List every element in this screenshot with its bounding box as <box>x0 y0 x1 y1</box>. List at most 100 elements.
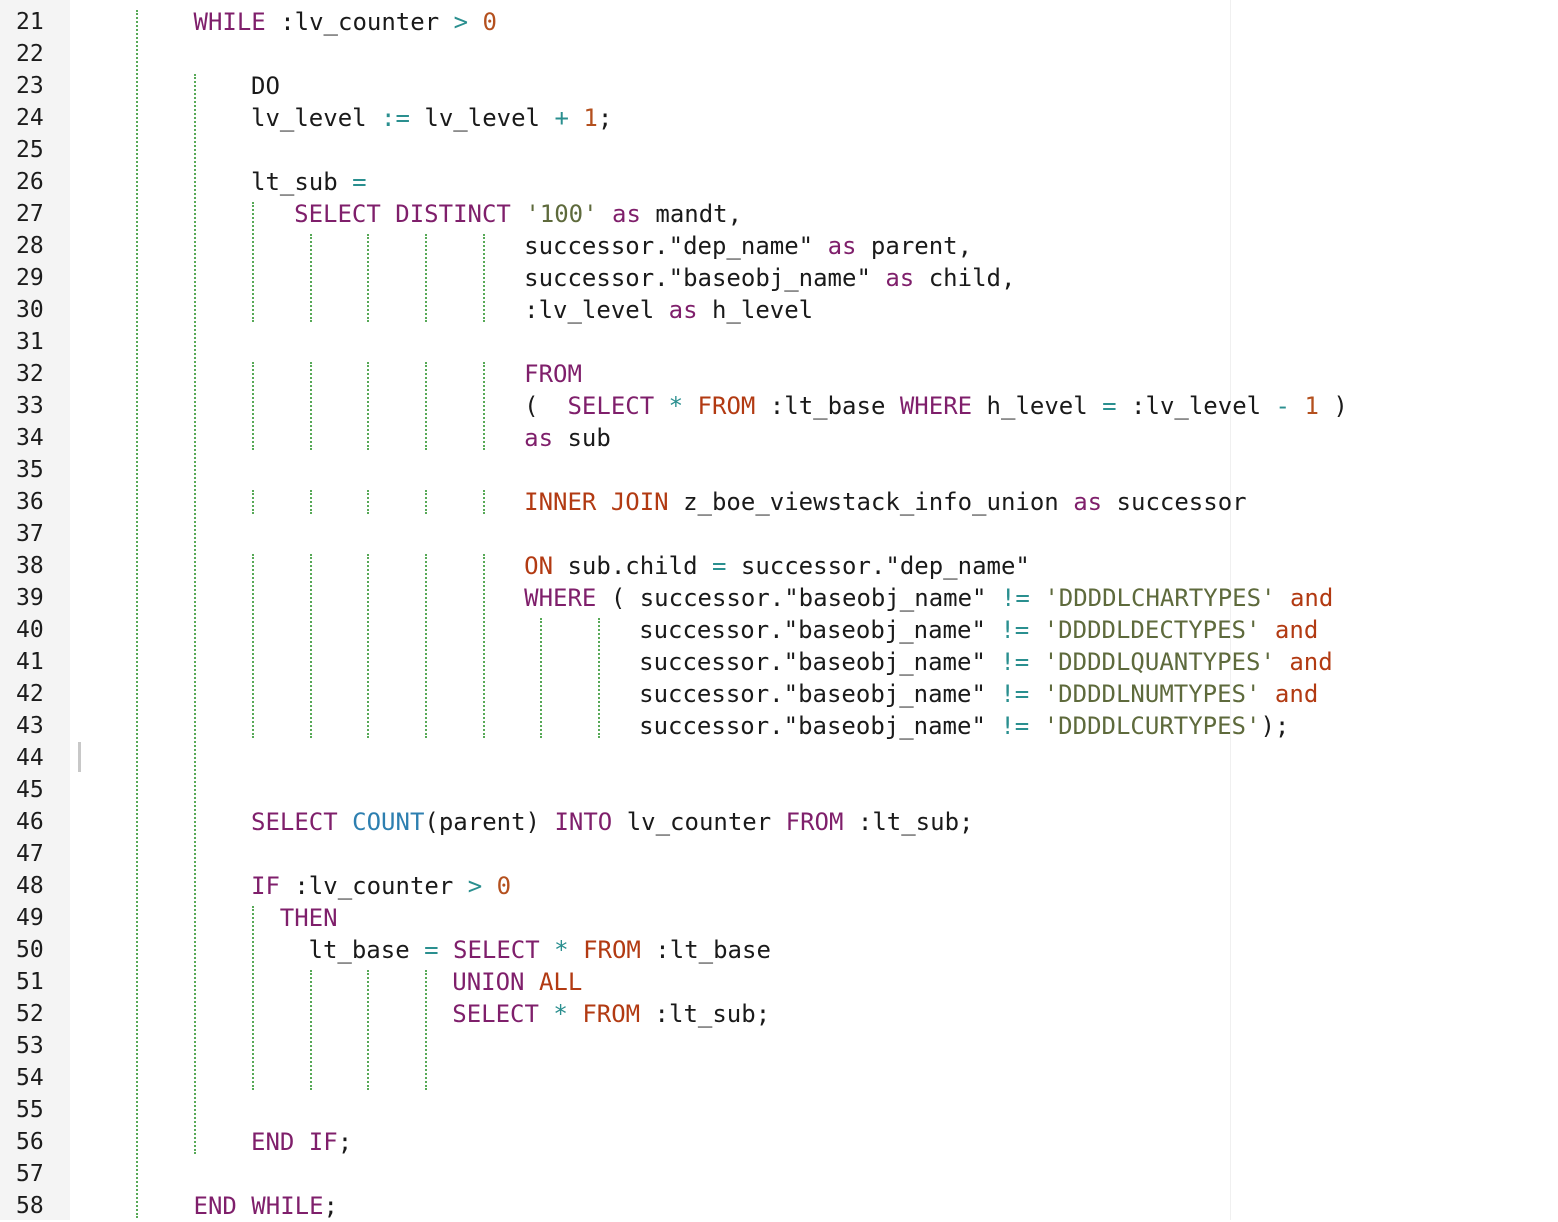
code-line[interactable]: END IF; <box>251 1126 352 1158</box>
code-token: :lt_sub; <box>640 1000 771 1028</box>
code-token: WHERE <box>899 392 973 420</box>
indent-guide-line <box>310 490 312 514</box>
indent-guide-line <box>483 234 485 322</box>
code-token: ON <box>524 552 554 580</box>
code-line[interactable]: SELECT DISTINCT '100' as mandt, <box>294 198 742 230</box>
indent-guide-line <box>367 362 369 450</box>
code-line[interactable]: END WHILE; <box>194 1190 339 1222</box>
line-number: 36 <box>16 489 44 515</box>
line-number: 58 <box>16 1193 44 1219</box>
code-line[interactable]: DO <box>251 70 280 102</box>
code-token: lv_level <box>251 104 382 132</box>
code-line[interactable]: :lv_level as h_level <box>524 294 813 326</box>
code-token: :lt_sub; <box>843 808 974 836</box>
indent-guide-line <box>310 554 312 738</box>
code-line[interactable]: as sub <box>524 422 611 454</box>
code-line[interactable]: successor."baseobj_name" != 'DDDDLQUANTY… <box>639 646 1333 678</box>
line-number: 42 <box>16 681 44 707</box>
code-token: END WHILE <box>193 1192 324 1220</box>
line-number: 48 <box>16 873 44 899</box>
code-token: WHILE <box>193 8 266 36</box>
code-token: FROM <box>697 392 756 420</box>
indent-guide-line <box>425 970 427 1090</box>
code-token: successor."baseobj_name" <box>639 616 1001 644</box>
code-token: ); <box>1260 712 1290 740</box>
code-line[interactable]: FROM <box>524 358 582 390</box>
line-number: 28 <box>16 233 44 259</box>
indent-guide-line <box>252 362 254 450</box>
code-token: != <box>1000 584 1030 612</box>
code-token: 'DDDDLCURTYPES' <box>1043 712 1261 740</box>
code-line[interactable]: ON sub.child = successor."dep_name" <box>524 550 1030 582</box>
code-token: SELECT <box>251 808 338 836</box>
indent-guide-line <box>252 490 254 514</box>
code-token <box>1030 584 1044 612</box>
code-line[interactable]: successor."baseobj_name" != 'DDDDLDECTYP… <box>639 614 1318 646</box>
code-token <box>569 936 583 964</box>
indent-guide-line <box>483 490 485 514</box>
code-token: sub.child <box>553 552 712 580</box>
code-line[interactable]: INNER JOIN z_boe_viewstack_info_union as… <box>524 486 1246 518</box>
code-line[interactable]: IF :lv_counter > 0 <box>251 870 511 902</box>
indent-guide-line <box>540 618 542 738</box>
code-line[interactable]: WHILE :lv_counter > 0 <box>194 6 497 38</box>
code-token: UNION <box>452 968 525 996</box>
code-token: ; <box>323 1192 338 1220</box>
code-token <box>338 808 352 836</box>
code-token: and <box>1289 584 1334 612</box>
code-token: '100' <box>525 200 598 228</box>
code-token: COUNT <box>352 808 425 836</box>
code-token <box>568 1000 582 1028</box>
code-line[interactable]: lt_sub = <box>251 166 367 198</box>
code-line[interactable]: successor."baseobj_name" != 'DDDDLCURTYP… <box>639 710 1289 742</box>
code-token <box>1029 712 1043 740</box>
code-line[interactable]: lt_base = SELECT * FROM :lt_base <box>309 934 771 966</box>
code-token: 1 <box>1304 392 1319 420</box>
code-line[interactable]: successor."baseobj_name" as child, <box>524 262 1015 294</box>
code-line[interactable]: successor."dep_name" as parent, <box>524 230 972 262</box>
line-number: 47 <box>16 841 44 867</box>
code-token: 'DDDDLNUMTYPES' <box>1043 680 1261 708</box>
code-token: ALL <box>538 968 583 996</box>
line-number: 30 <box>16 297 44 323</box>
code-token: as <box>885 264 915 292</box>
code-token: successor."dep_name" <box>726 552 1030 580</box>
code-token <box>482 872 496 900</box>
indent-guide-line <box>310 234 312 322</box>
indent-guide-line <box>252 906 254 1090</box>
line-number: 54 <box>16 1065 44 1091</box>
line-number: 52 <box>16 1001 44 1027</box>
code-token: lv_counter <box>612 808 786 836</box>
code-line[interactable]: UNION ALL <box>452 966 582 998</box>
line-number: 53 <box>16 1033 44 1059</box>
line-number: 34 <box>16 425 44 451</box>
code-token: h_level <box>972 392 1103 420</box>
line-number: 46 <box>16 809 44 835</box>
code-line[interactable]: SELECT * FROM :lt_sub; <box>452 998 770 1030</box>
line-number: 50 <box>16 937 44 963</box>
code-line[interactable]: lv_level := lv_level + 1; <box>251 102 612 134</box>
code-token: 0 <box>496 872 512 900</box>
code-token: 'DDDDLDECTYPES' <box>1043 616 1261 644</box>
code-token <box>1029 616 1043 644</box>
code-token: as <box>668 296 698 324</box>
code-line[interactable]: WHERE ( successor."baseobj_name" != 'DDD… <box>524 582 1333 614</box>
indent-guide-line <box>598 618 600 738</box>
code-token: - <box>1275 392 1290 420</box>
code-token: INNER JOIN <box>524 488 669 516</box>
code-token: successor."baseobj_name" <box>639 648 1001 676</box>
code-token: ; <box>337 1128 353 1156</box>
line-number-gutter <box>0 0 70 1220</box>
code-line[interactable]: THEN <box>280 902 338 934</box>
code-token: WHERE <box>524 584 597 612</box>
code-token <box>1290 392 1304 420</box>
code-line[interactable]: SELECT COUNT(parent) INTO lv_counter FRO… <box>251 806 973 838</box>
code-token <box>683 392 697 420</box>
code-token: and <box>1274 680 1319 708</box>
code-token <box>1260 616 1274 644</box>
code-token <box>1260 680 1274 708</box>
code-token <box>540 936 554 964</box>
code-line[interactable]: ( SELECT * FROM :lt_base WHERE h_level =… <box>524 390 1348 422</box>
code-line[interactable]: successor."baseobj_name" != 'DDDDLNUMTYP… <box>639 678 1318 710</box>
